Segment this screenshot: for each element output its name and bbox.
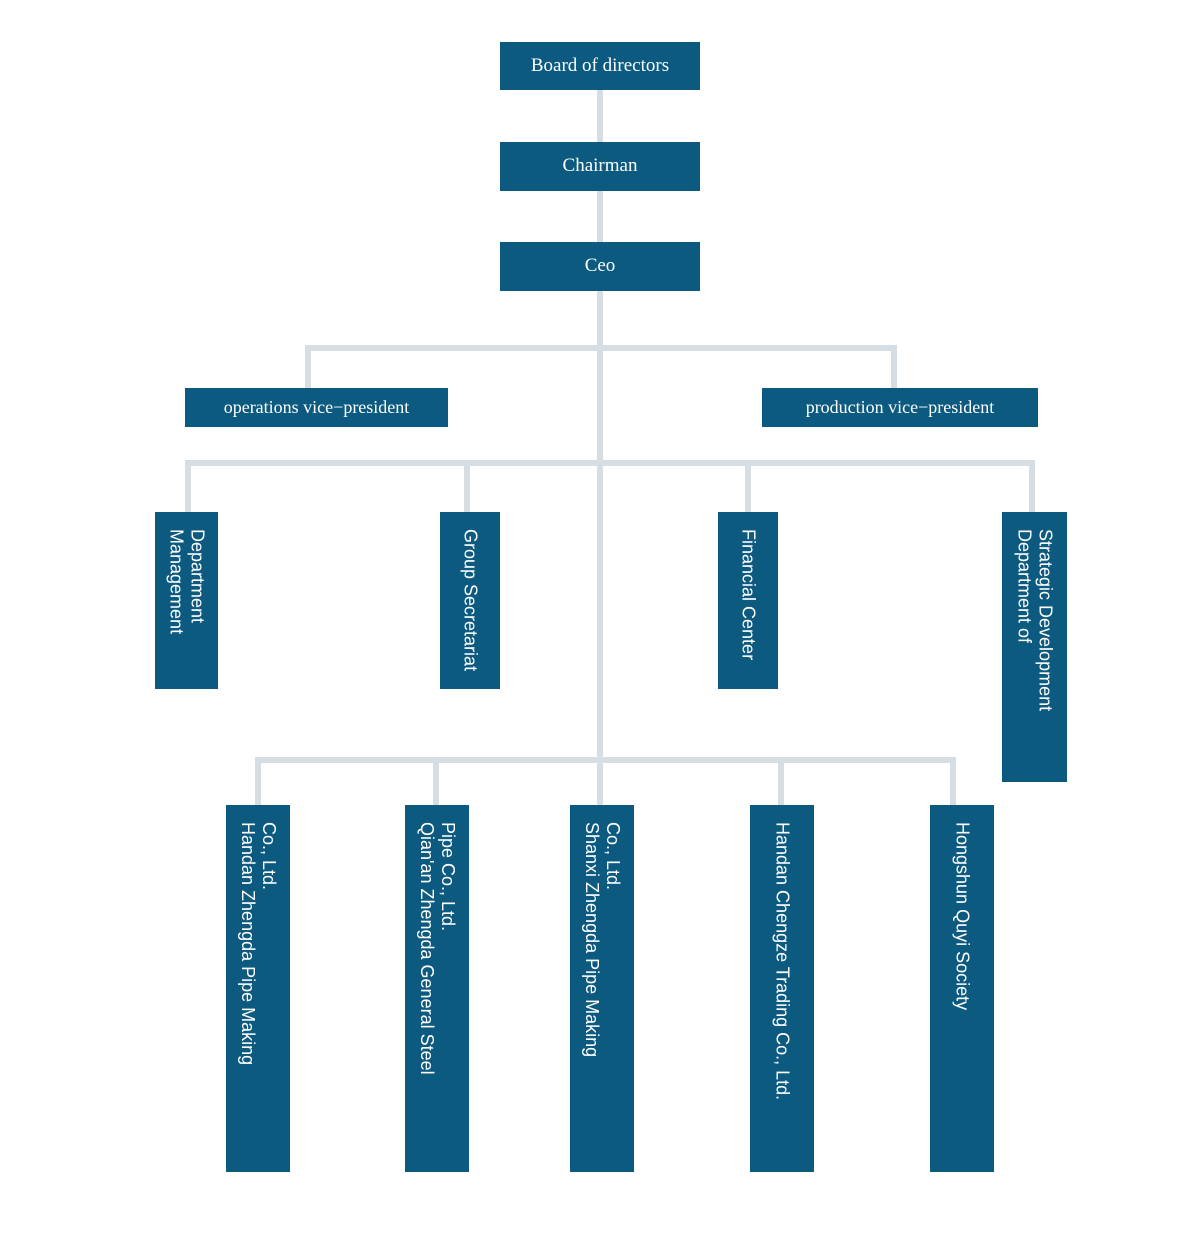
node-department-of-strategic-development[interactable]: Department of Strategic Development [1002,512,1067,782]
node-ceo[interactable]: Ceo [500,242,700,291]
node-group-secretariat[interactable]: Group Secretariat [440,512,500,689]
connector-board-chairman [597,90,603,142]
node-label-line1: Handan Chengze Trading Co., Ltd. [772,822,793,1101]
connector-subsidiary-drop-2 [433,757,439,805]
connector-subsidiary-drop-1 [255,757,261,805]
node-label-line2: Pipe Co., Ltd. [438,822,458,932]
node-financial-center[interactable]: Financial Center [718,512,778,689]
node-label-line2: Strategic Development [1035,529,1056,712]
connector-vp-drop-left [305,345,311,388]
node-label-wrap: Management Department [155,520,218,681]
node-label-line1: Hongshun Quyi Society [952,822,973,1011]
connector-subsidiary-bus [255,757,956,763]
node-label-wrap: Hongshun Quyi Society [930,813,994,1164]
connector-subsidiary-drop-5 [950,757,956,805]
node-label-wrap: Department of Strategic Development [1002,520,1067,774]
node-label-line2: Co., Ltd. [259,822,279,891]
node-label-wrap: Financial Center [718,520,778,681]
node-label: Board of directors [530,54,670,76]
node-handan-chengze-trading[interactable]: Handan Chengze Trading Co., Ltd. [750,805,814,1172]
connector-department-drop-2 [464,460,470,512]
node-label: Ceo [584,255,616,277]
node-label-line1: Department of [1014,529,1035,644]
connector-vp-bus [305,345,897,351]
node-chairman[interactable]: Chairman [500,142,700,191]
node-label-line1: Management [166,529,187,635]
node-label: operations vice−president [223,396,410,417]
node-label-wrap: Shanxi Zhengda Pipe Making Co., Ltd. [570,813,634,1164]
node-label-line1: Shanxi Zhengda Pipe Making [582,822,602,1058]
node-board-of-directors[interactable]: Board of directors [500,42,700,90]
connector-chairman-ceo [597,191,603,242]
node-label: production vice−president [805,396,995,417]
node-hongshun-quyi-society[interactable]: Hongshun Quyi Society [930,805,994,1172]
node-management-department[interactable]: Management Department [155,512,218,689]
node-label-wrap: Qian'an Zhengda General Steel Pipe Co., … [405,813,469,1164]
node-production-vice-president[interactable]: production vice−president [762,388,1038,427]
node-qianan-zhengda-general-steel-pipe[interactable]: Qian'an Zhengda General Steel Pipe Co., … [405,805,469,1172]
node-shanxi-zhengda-pipe-making[interactable]: Shanxi Zhengda Pipe Making Co., Ltd. [570,805,634,1172]
connector-department-drop-3 [745,460,751,512]
node-label-line2: Department [187,529,208,624]
node-handan-zhengda-pipe-making[interactable]: Handan Zhengda Pipe Making Co., Ltd. [226,805,290,1172]
connector-subsidiary-drop-4 [778,757,784,805]
connector-department-bus [185,460,1035,466]
node-label-line2: Co., Ltd. [603,822,623,891]
connector-department-drop-1 [185,460,191,512]
node-label-wrap: Handan Chengze Trading Co., Ltd. [750,813,814,1164]
connector-vp-drop-right [891,345,897,388]
node-label-line1: Group Secretariat [460,529,481,672]
node-operations-vice-president[interactable]: operations vice−president [185,388,448,427]
connector-ceo-spine [597,291,603,805]
node-label-line1: Handan Zhengda Pipe Making [238,822,258,1066]
node-label-wrap: Group Secretariat [440,520,500,681]
connector-department-drop-4 [1029,460,1035,512]
node-label-line1: Financial Center [738,529,759,661]
node-label: Chairman [562,155,638,177]
node-label-line1: Qian'an Zhengda General Steel [417,822,437,1075]
node-label-wrap: Handan Zhengda Pipe Making Co., Ltd. [226,813,290,1164]
connector-subsidiary-drop-3 [597,757,603,805]
